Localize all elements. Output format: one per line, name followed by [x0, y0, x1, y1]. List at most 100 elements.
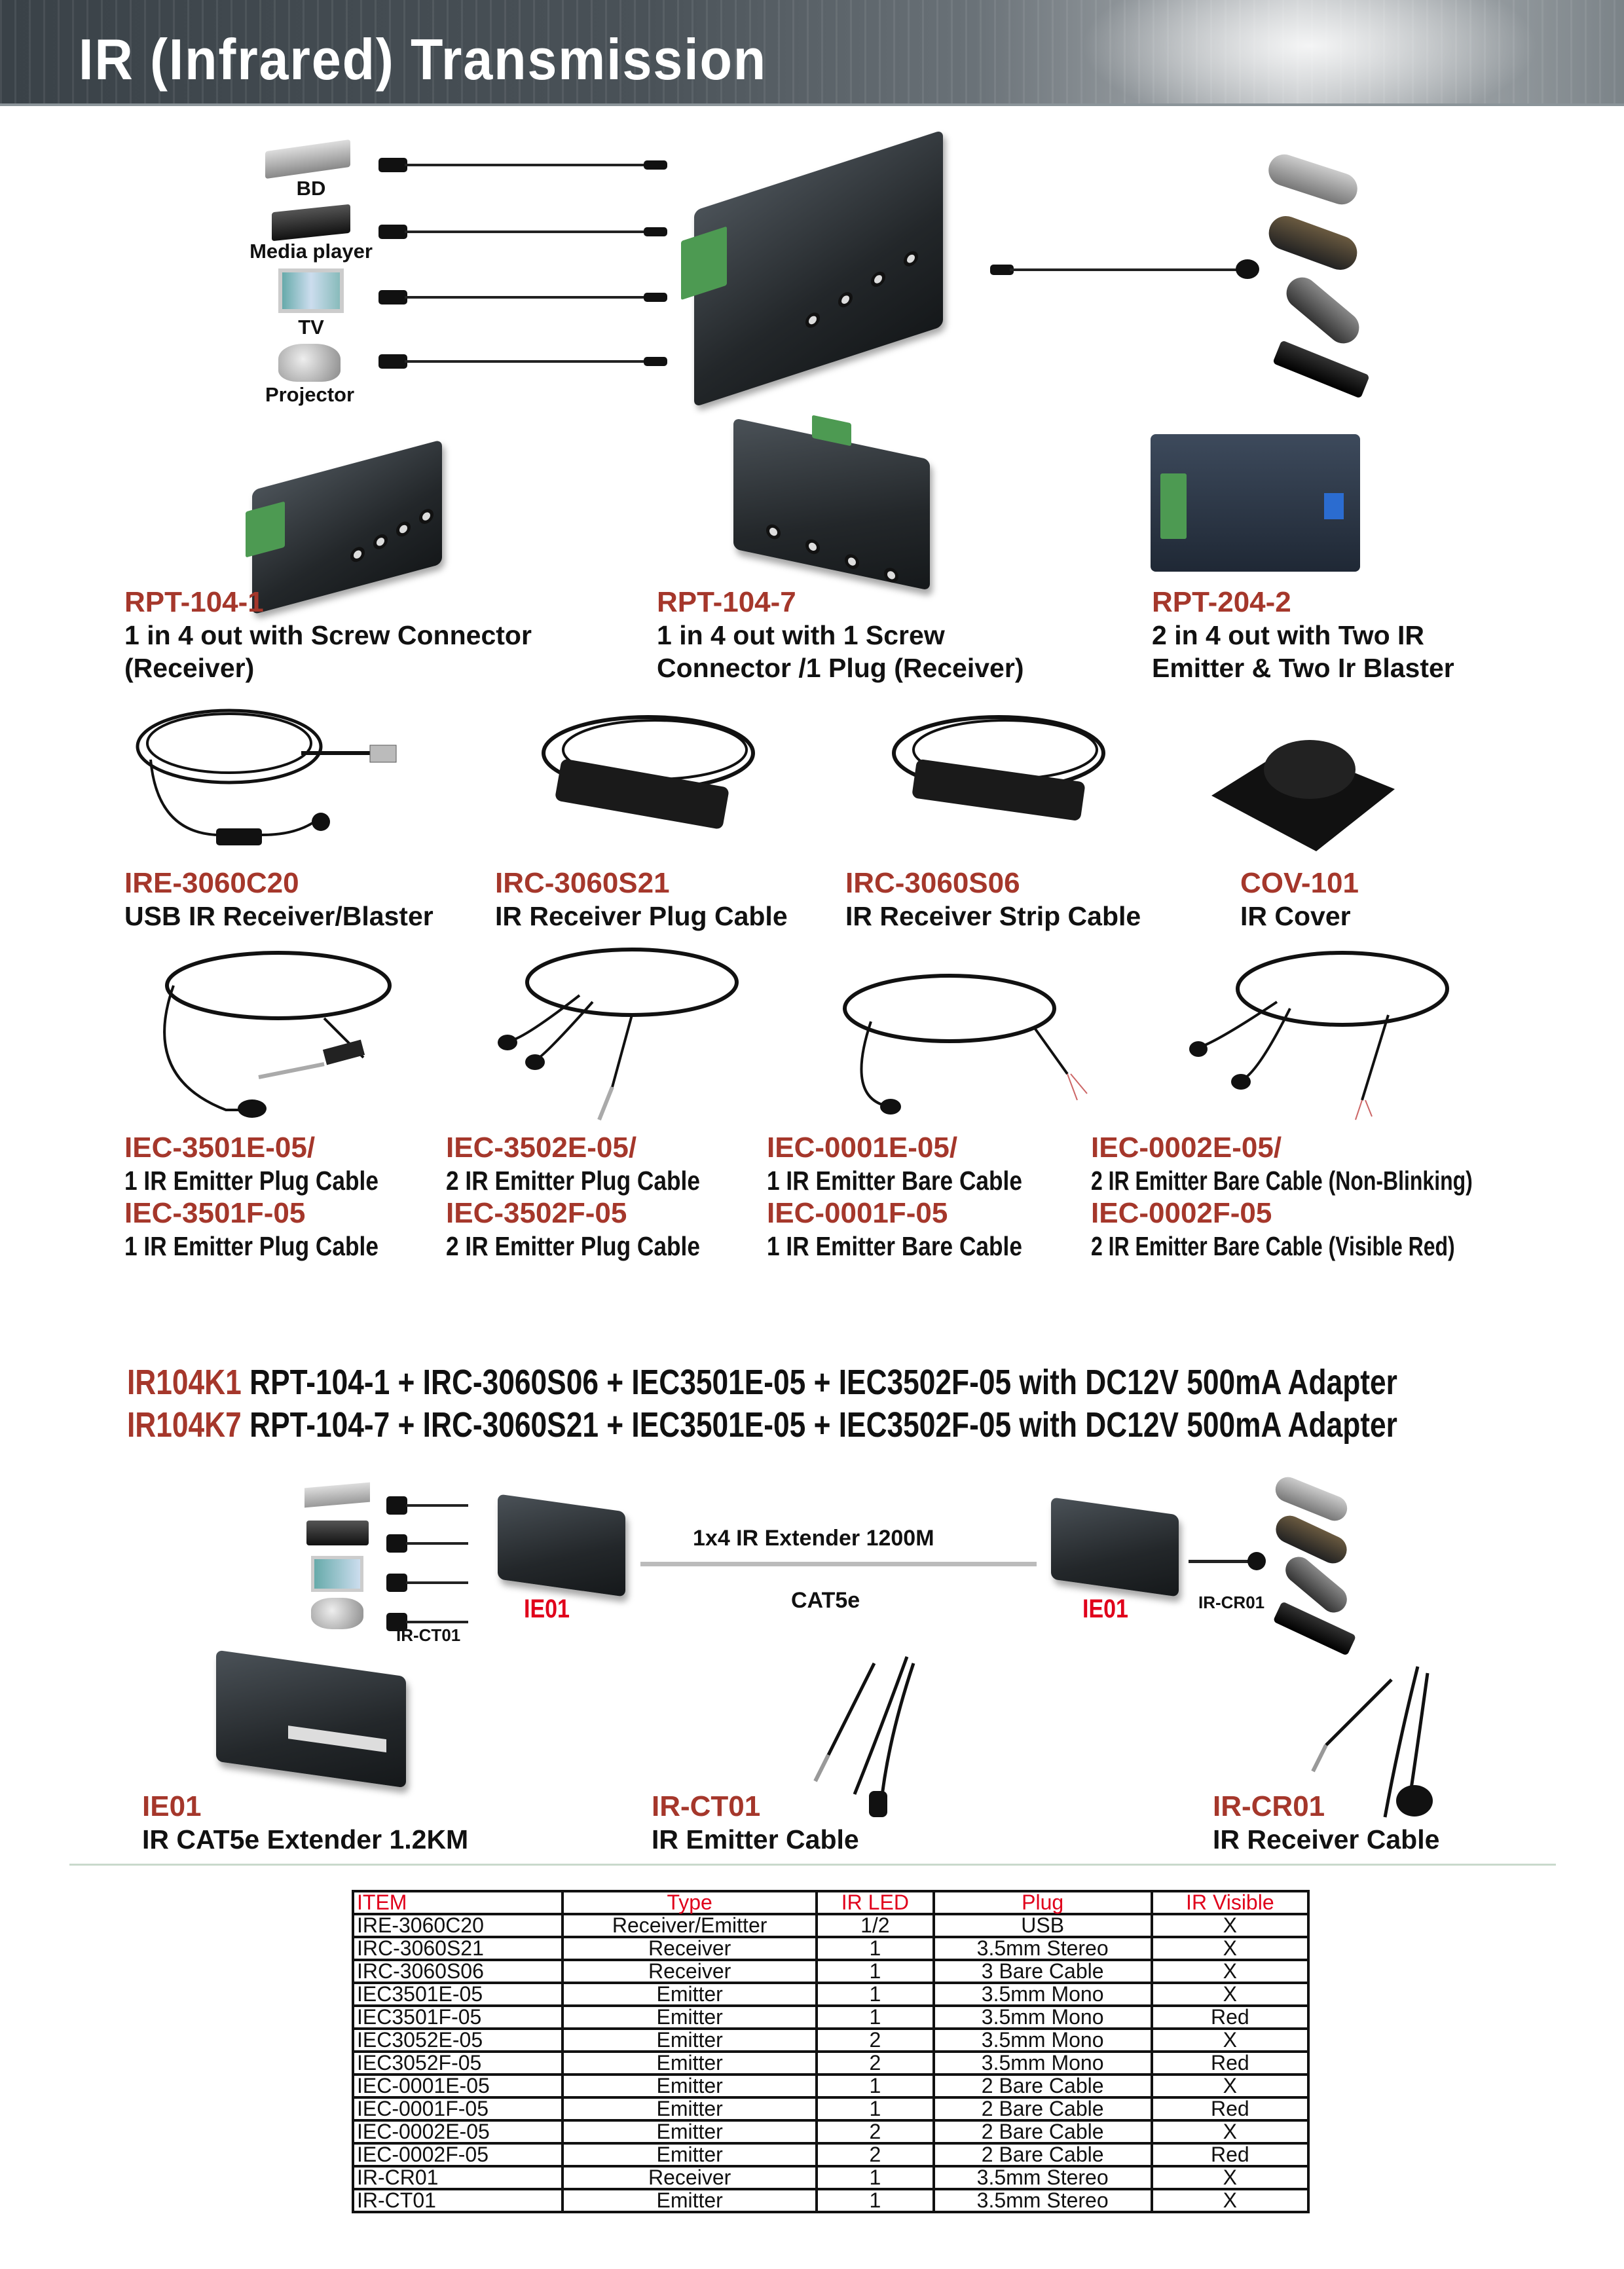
product-description: 1 in 4 out with 1 Screw [657, 620, 945, 650]
source-label: Projector [265, 383, 355, 406]
receiver-cable-label: IR-CR01 [1198, 1593, 1265, 1612]
cell-type: Receiver [561, 1959, 819, 1984]
product-description: IR CAT5e Extender 1.2KM [142, 1824, 469, 1854]
cell-plug: USB [932, 1913, 1153, 1938]
product-description: IR Emitter Cable [652, 1824, 859, 1854]
cell-plug: 3.5mm Stereo [932, 2188, 1153, 2213]
ir-ct01-image [813, 1656, 915, 1817]
cell-type: Emitter [561, 2119, 819, 2145]
cell-type: Emitter [561, 2096, 819, 2122]
product-description: IR Receiver Plug Cable [495, 901, 788, 931]
cell-item: IRC-3060S06 [351, 1959, 564, 1984]
cable-line [405, 164, 647, 166]
repeater-device-image [681, 130, 943, 407]
emitter-plug-icon [378, 354, 407, 369]
ie01-image [216, 1650, 406, 1788]
cell-item: IR-CT01 [351, 2188, 564, 2213]
product-irc-3060s06: IRC-3060S06 IR Receiver Strip Cable [845, 867, 1141, 932]
cell-item: IEC3052F-05 [351, 2050, 564, 2076]
cell-ir-led: 1 [815, 2073, 935, 2099]
product-code: RPT-204-2 [1152, 586, 1291, 618]
cell-type: Emitter [561, 2142, 819, 2168]
cell-item: IR-CR01 [351, 2165, 564, 2190]
emitter-plug-icon [378, 225, 407, 239]
cell-ir-led: 1 [815, 1982, 935, 2007]
column-header: ITEM [351, 1890, 564, 1915]
cell-plug: 3 Bare Cable [932, 1959, 1153, 1984]
cell-item: IEC-0002F-05 [351, 2142, 564, 2168]
cell-ir-visible: Red [1150, 2050, 1310, 2076]
cell-type: Receiver [561, 2165, 819, 2190]
remote-control-icon [1272, 1601, 1357, 1656]
cell-plug: 2 Bare Cable [932, 2119, 1153, 2145]
remote-control-icon [1264, 150, 1361, 209]
cell-ir-visible: Red [1150, 2142, 1310, 2168]
product-code: IEC-0002F-05 [1091, 1197, 1272, 1229]
ir-eye-icon [1247, 1552, 1266, 1570]
product-ire-3060c20: IRE-3060C20 USB IR Receiver/Blaster [124, 867, 434, 932]
product-description: USB IR Receiver/Blaster [124, 901, 434, 931]
remote-control-icon [1272, 340, 1370, 399]
cell-plug: 2 Bare Cable [932, 2096, 1153, 2122]
projector-icon [278, 344, 341, 382]
bluray-player-icon [304, 1482, 370, 1508]
kit-code: IR104K1 [127, 1363, 242, 1402]
source-bd [265, 139, 350, 179]
cell-ir-visible: X [1150, 2027, 1310, 2053]
product-code: IEC-3501F-05 [124, 1197, 306, 1229]
cell-ir-led: 2 [815, 2050, 935, 2076]
product-rpt-204-2: RPT-204-2 2 in 4 out with Two IR Emitter… [1152, 586, 1454, 684]
product-code: IEC-0001F-05 [767, 1197, 948, 1229]
tv-icon [278, 268, 344, 313]
cell-plug: 3.5mm Mono [932, 1982, 1153, 2007]
product-description: 2 IR Emitter Bare Cable (Non-Blinking) [1091, 1166, 1473, 1196]
product-code: RPT-104-7 [657, 586, 796, 618]
product-description: 1 IR Emitter Bare Cable [767, 1231, 1022, 1261]
product-description: 1 IR Emitter Plug Cable [124, 1166, 378, 1196]
source-media-player [272, 204, 350, 242]
ie01-transmitter-image [498, 1494, 625, 1597]
bluray-player-icon [265, 139, 350, 179]
cable-type-label: CAT5e [791, 1588, 860, 1613]
rpt-104-7-image [733, 415, 930, 591]
cell-ir-led: 1/2 [815, 1913, 935, 1938]
cell-ir-led: 1 [815, 2096, 935, 2122]
irc-3060s21-image [542, 715, 755, 829]
source-label: TV [298, 316, 324, 339]
cell-ir-led: 2 [815, 2142, 935, 2168]
cell-type: Emitter [561, 2027, 819, 2053]
starburst-shape [930, 130, 1238, 221]
cell-ir-visible: Red [1150, 2096, 1310, 2122]
column-header: Plug [932, 1890, 1153, 1915]
emitter-plug-icon [378, 290, 407, 304]
page-title: IR (Infrared) Transmission [79, 27, 767, 92]
cell-ir-led: 1 [815, 2165, 935, 2190]
product-description: Connector /1 Plug (Receiver) [657, 653, 1024, 683]
cell-item: IEC-0001E-05 [351, 2073, 564, 2099]
product-code: IEC-0001E-05/ [767, 1132, 958, 1164]
ir-eye-icon [1236, 259, 1259, 279]
cell-ir-led: 1 [815, 2188, 935, 2213]
cell-type: Emitter [561, 2050, 819, 2076]
cable-line [405, 231, 647, 233]
cell-ir-visible: Red [1150, 2004, 1310, 2030]
cable-line [405, 360, 647, 363]
table-header-row: ITEM Type IR LED Plug IR Visible [351, 1890, 1310, 1915]
product-irc-3060s21: IRC-3060S21 IR Receiver Plug Cable [495, 867, 788, 932]
cell-plug: 3.5mm Mono [932, 2027, 1153, 2053]
product-description: Emitter & Two Ir Blaster [1152, 653, 1454, 683]
product-description: 2 IR Emitter Bare Cable (Visible Red) [1091, 1231, 1455, 1261]
product-rpt-104-1: RPT-104-1 1 in 4 out with Screw Connecto… [124, 586, 532, 684]
iec-3501-image [163, 951, 392, 1118]
product-code: IEC-3502E-05/ [446, 1132, 637, 1164]
cell-item: IRC-3060S21 [351, 1936, 564, 1961]
repeater-badge-text: 1 x 4 IR Repeater [962, 158, 1206, 192]
right-unit-label: IE01 [1082, 1595, 1128, 1623]
rpt-204-2-image [1151, 434, 1360, 572]
